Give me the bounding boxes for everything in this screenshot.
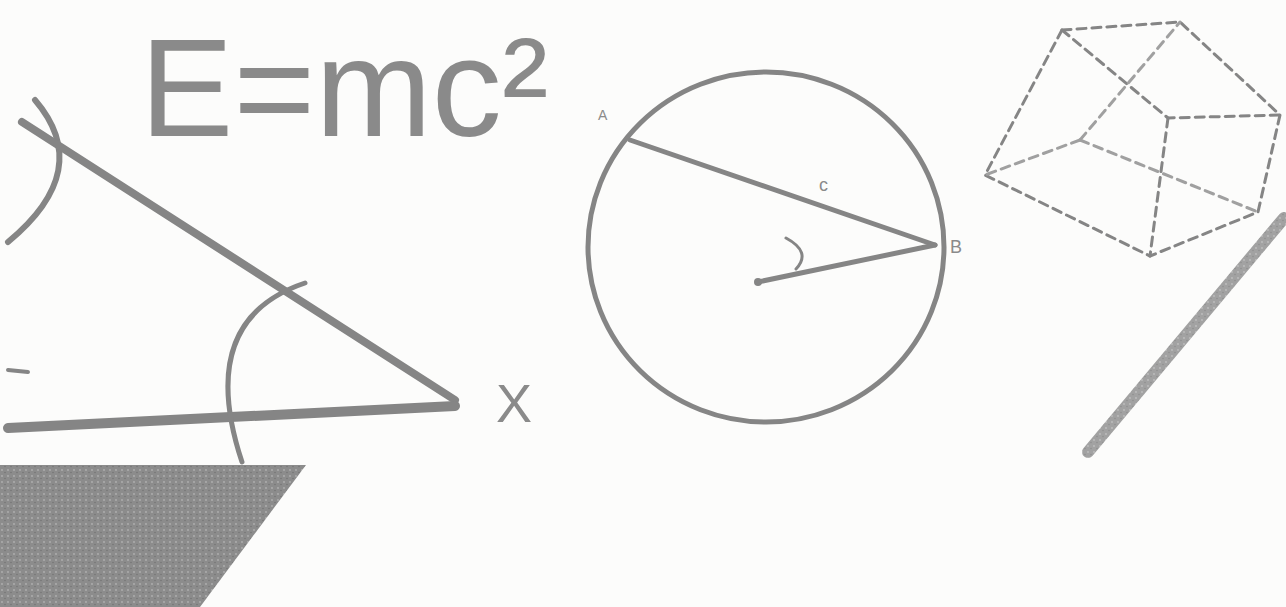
cube-outline xyxy=(985,22,1280,256)
chord-line xyxy=(630,140,935,245)
arc-stroke xyxy=(8,100,59,242)
circle-outline xyxy=(588,72,944,422)
shaded-block xyxy=(0,465,306,607)
angle-arc xyxy=(228,283,305,462)
formula-text: E=mc² xyxy=(140,18,548,158)
tick-mark xyxy=(8,370,28,372)
segment-label: c xyxy=(819,176,828,194)
point-label: A xyxy=(598,108,607,122)
center-dot xyxy=(754,278,762,286)
diagonal-stroke xyxy=(1088,218,1284,452)
angle-mark xyxy=(786,238,802,269)
vertex-label: X xyxy=(496,376,532,430)
point-label: B xyxy=(950,238,962,256)
angle-ray xyxy=(22,122,455,400)
radius-line xyxy=(758,245,935,282)
